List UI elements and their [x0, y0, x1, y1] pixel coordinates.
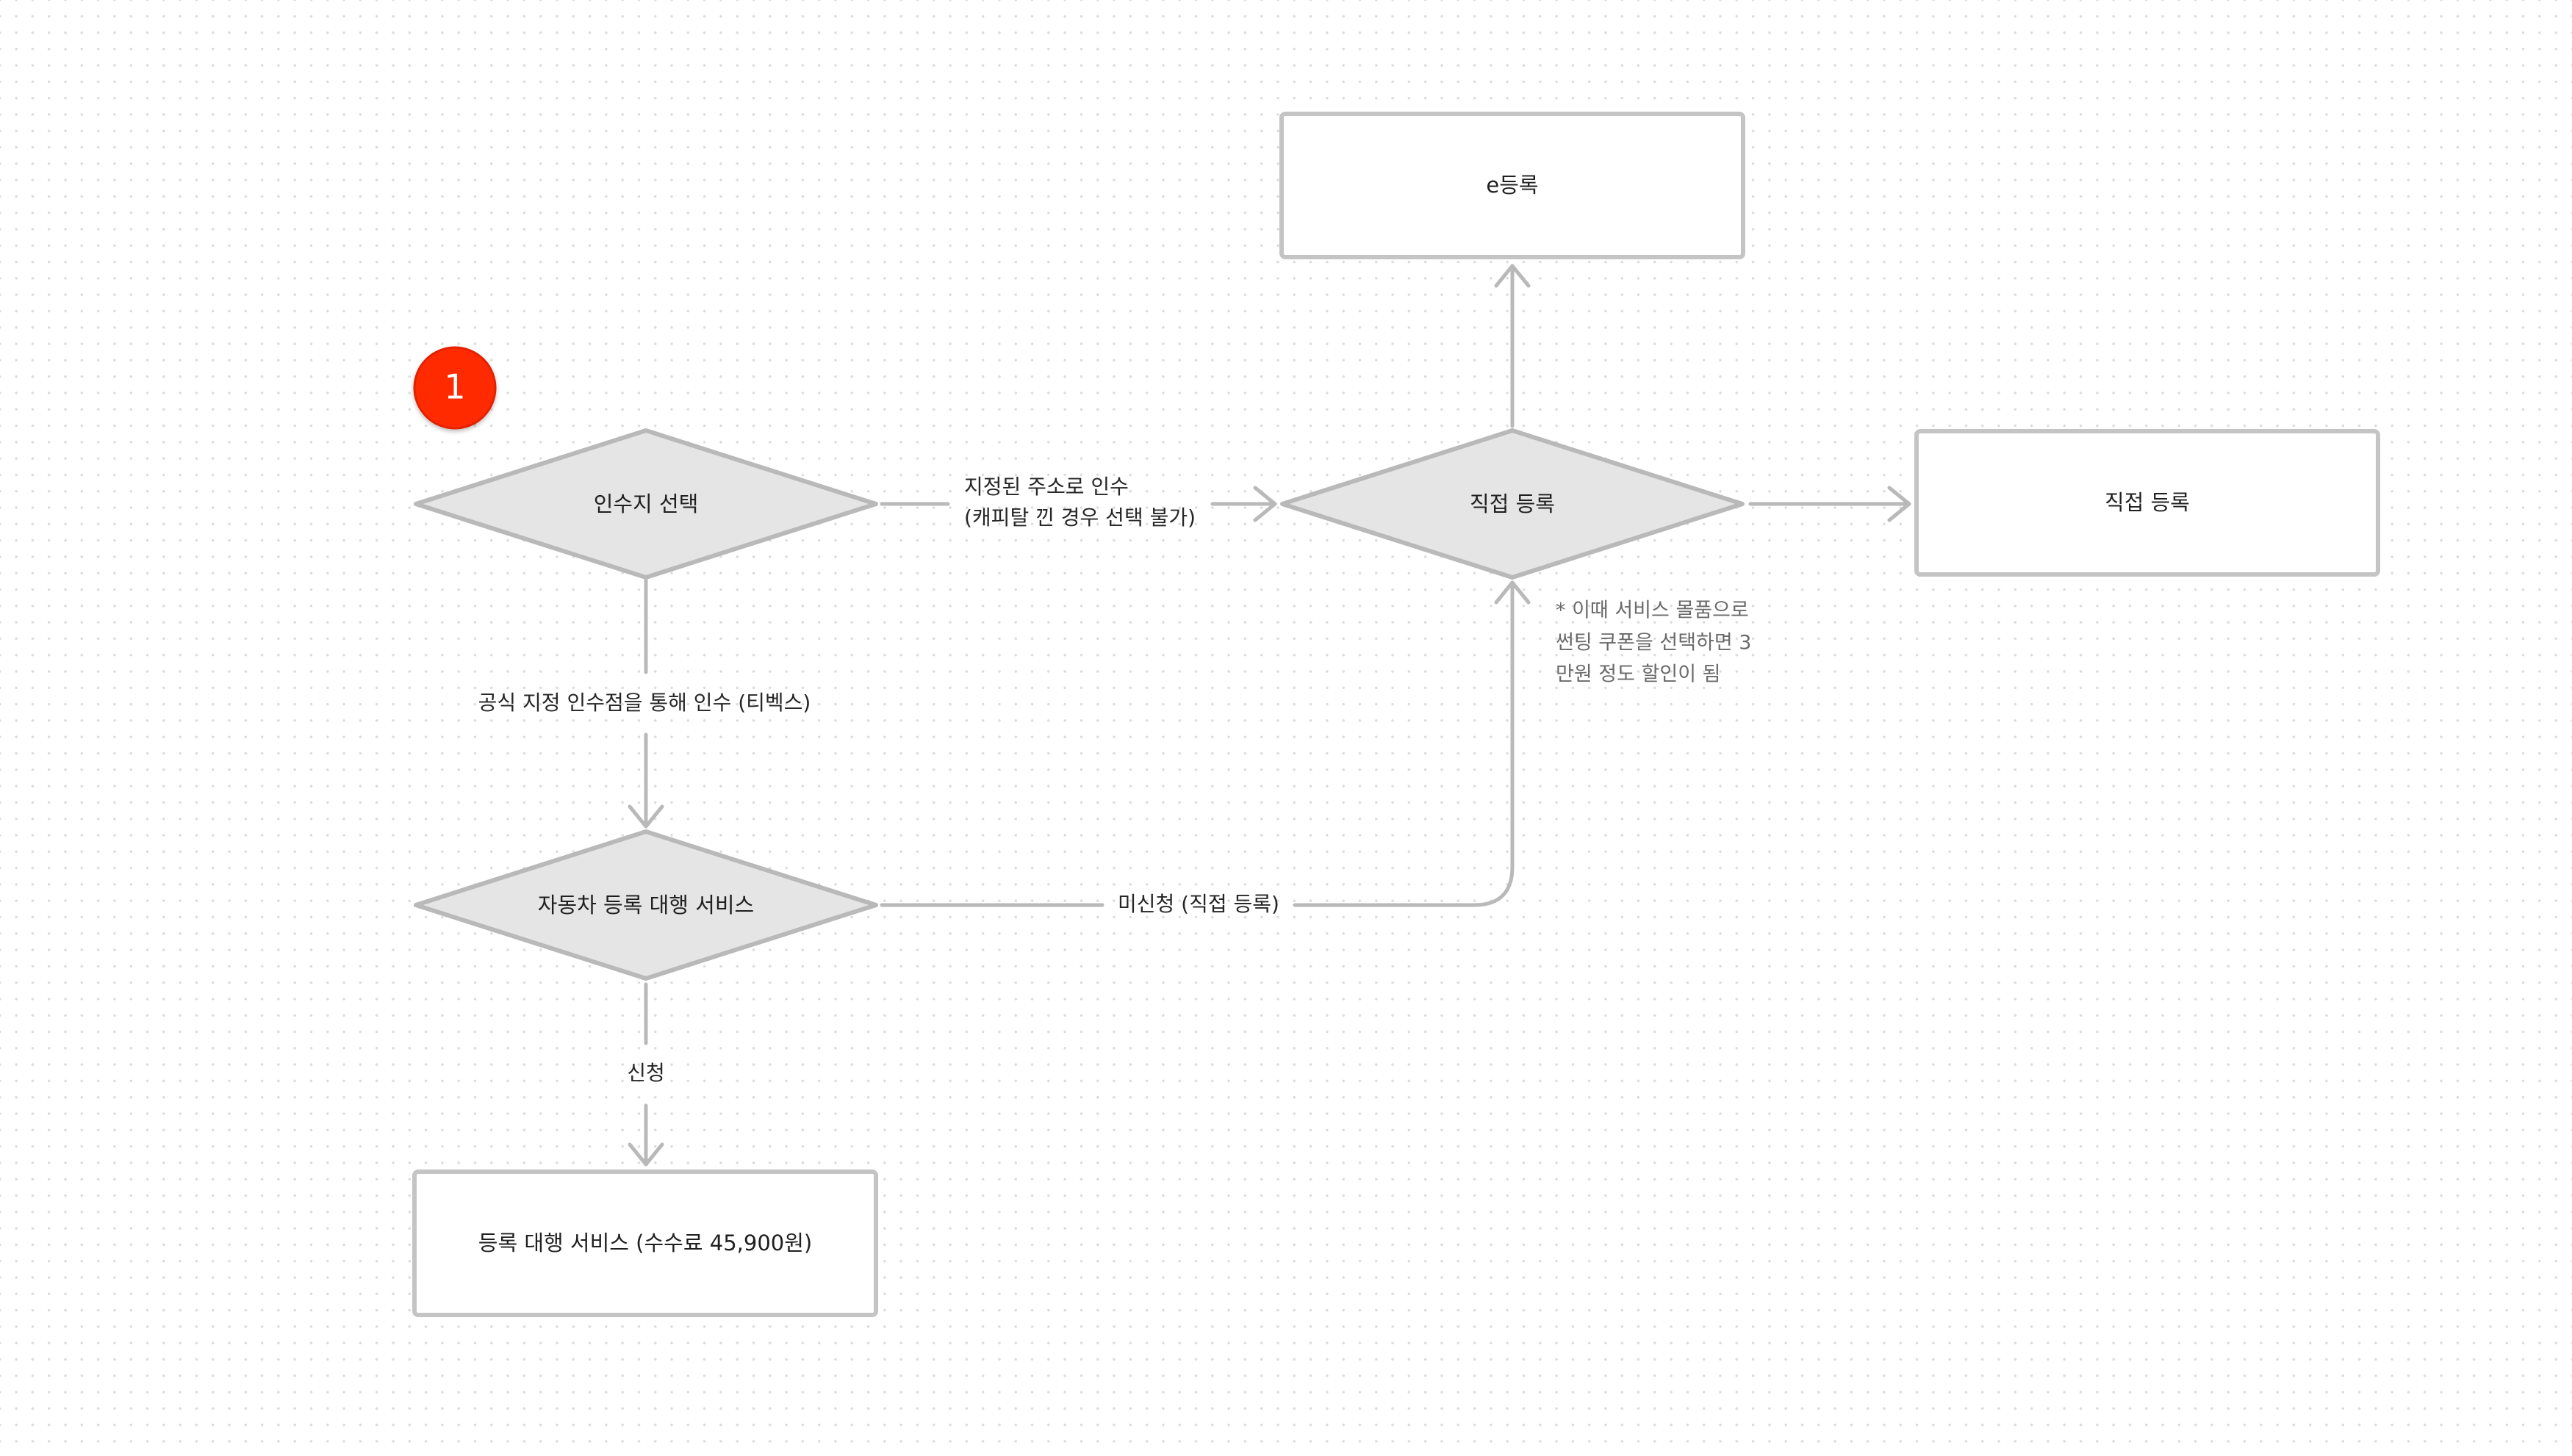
e-register-label: e등록	[1486, 173, 1538, 198]
edge-label-designated-address-line1: 지정된 주소로 인수	[964, 475, 1129, 499]
direct-register-decision-label: 직접 등록	[1470, 491, 1555, 516]
edge-label-not-applied: 미신청 (직접 등록)	[1118, 892, 1279, 916]
arrowhead-down	[628, 804, 664, 829]
arrowhead-up	[1494, 264, 1531, 288]
arrowhead-down	[628, 1142, 664, 1167]
agency-service-decision-label: 자동차 등록 대행 서비스	[538, 893, 754, 918]
agency-service-box-label: 등록 대행 서비스 (수수료 45,900원)	[478, 1230, 812, 1255]
process-e-register[interactable]	[1279, 112, 1745, 259]
note-line-1: * 이때 서비스 몰품으로	[1556, 599, 1749, 622]
edge-label-designated-address-line2: (캐피탈 낀 경우 선택 불가)	[964, 505, 1196, 530]
decision-select-pickup[interactable]	[414, 428, 878, 580]
select-pickup-label: 인수지 선택	[594, 491, 699, 516]
edge-not-applied-line-b	[1293, 580, 1515, 907]
edge-label-applied: 신청	[627, 1061, 665, 1085]
note-line-2: 썬팅 쿠폰을 선택하면 3	[1556, 632, 1752, 655]
edge-label-official-pickup: 공식 지정 인수점을 통해 인수 (티벡스)	[478, 691, 811, 715]
arrowhead-right	[1887, 486, 1911, 522]
step-badge-circle	[413, 346, 497, 430]
note-line-3: 만원 정도 할인이 됨	[1556, 663, 1720, 686]
decision-agency-service[interactable]	[414, 829, 878, 981]
process-direct-register[interactable]	[1914, 429, 2380, 577]
process-agency-service[interactable]	[412, 1170, 878, 1317]
step-badge: 1	[413, 346, 497, 430]
decision-direct-register[interactable]	[1280, 428, 1745, 580]
direct-register-box-label: 직접 등록	[2105, 490, 2190, 515]
arrowhead-right	[1253, 486, 1277, 522]
step-badge-label: 1	[444, 367, 465, 407]
arrowhead-up	[1494, 580, 1531, 605]
